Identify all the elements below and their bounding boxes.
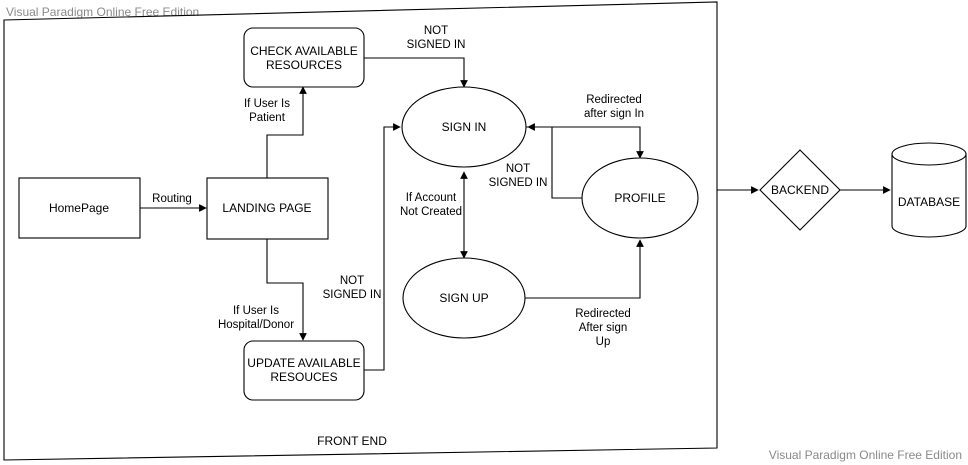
routing-label: Routing: [152, 193, 192, 205]
profile-label: PROFILE: [614, 191, 665, 205]
edge-profile-to-signin: [527, 123, 582, 199]
not-signed-in-top-line2: SIGNED IN: [407, 39, 466, 51]
landing-page-node: [206, 177, 329, 240]
database-node: [891, 142, 967, 238]
redirected-after-sign-up-line3: Up: [596, 336, 611, 348]
sign-up-node: [402, 257, 526, 339]
if-account-not-created-line1: If Account: [406, 192, 457, 204]
backend-label: BACKEND: [771, 183, 829, 197]
watermark-bottom-right: Visual Paradigm Online Free Edition: [769, 448, 962, 462]
update-resources-node: [243, 340, 365, 401]
profile-node: [581, 157, 699, 239]
update-resources-label-line2: RESOUCES: [270, 370, 337, 384]
homepage-node: [18, 177, 141, 239]
sign-in-label: SIGN IN: [442, 120, 487, 134]
check-resources-label-line2: RESOURCES: [266, 58, 342, 72]
backend-node: [759, 149, 841, 231]
redirected-after-sign-in-line2: after sign In: [584, 108, 644, 120]
sign-in-node: [401, 86, 527, 168]
not-signed-in-mid-line1: NOT: [506, 163, 530, 175]
not-signed-in-left-line2: SIGNED IN: [323, 289, 382, 301]
front-end-label: FRONT END: [317, 434, 387, 448]
not-signed-in-top-line1: NOT: [424, 25, 448, 37]
edge-landing-to-check: [266, 86, 307, 178]
not-signed-in-left-line1: NOT: [340, 275, 364, 287]
if-hospital-label-line2: Hospital/Donor: [218, 319, 294, 331]
redirected-after-sign-up-line1: Redirected: [575, 308, 631, 320]
check-resources-label-line1: CHECK AVAILABLE: [250, 44, 358, 58]
front-end-frame: [3, 1, 718, 461]
if-patient-label-line1: If User Is: [244, 98, 290, 110]
not-signed-in-mid-line2: SIGNED IN: [489, 177, 548, 189]
sign-up-label: SIGN UP: [439, 291, 488, 305]
edge-landing-to-update: [266, 239, 307, 341]
edge-signup-to-profile: [525, 239, 644, 299]
watermark-top-left: Visual Paradigm Online Free Edition: [6, 5, 199, 19]
if-hospital-label-line1: If User Is: [233, 305, 279, 317]
if-account-not-created-line2: Not Created: [400, 206, 462, 218]
check-resources-node: [243, 27, 365, 88]
landing-page-label: LANDING PAGE: [222, 201, 311, 215]
if-patient-label-line2: Patient: [249, 112, 286, 124]
edge-check-to-signin: [364, 57, 468, 88]
update-resources-label-line1: UPDATE AVAILABLE: [247, 356, 360, 370]
redirected-after-sign-up-line2: After sign: [579, 322, 628, 334]
redirected-after-sign-in-line1: Redirected: [586, 94, 642, 106]
edge-update-to-signin: [364, 123, 401, 371]
homepage-label: HomePage: [49, 201, 109, 215]
database-label: DATABASE: [898, 195, 960, 209]
edge-signin-to-profile: [526, 126, 644, 159]
